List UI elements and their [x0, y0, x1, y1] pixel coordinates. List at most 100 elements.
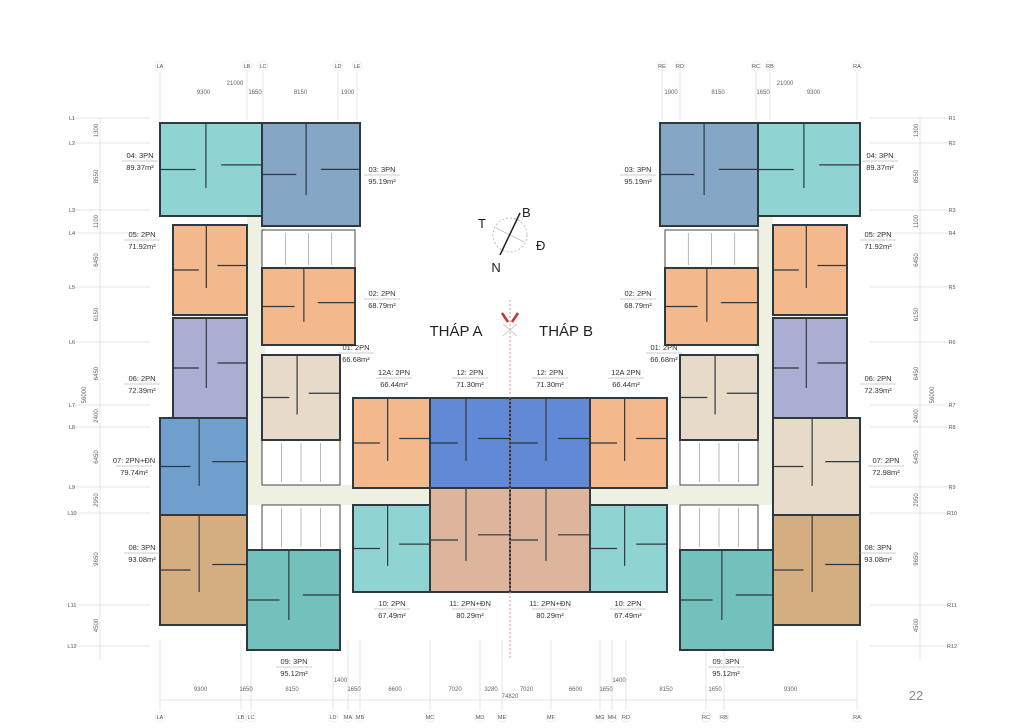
unit-b-10[interactable]	[589, 504, 668, 593]
unit-a-01[interactable]	[261, 354, 341, 441]
unit-b-05[interactable]	[772, 224, 848, 316]
unit-a-05[interactable]	[172, 224, 248, 316]
axis-label: RC	[702, 715, 710, 721]
axis-bubble	[496, 711, 508, 723]
unit-b-02[interactable]	[664, 267, 759, 346]
unit-name: 02: 2PN	[368, 289, 395, 298]
axis-label: L4	[69, 231, 75, 237]
compass-east: Đ	[536, 238, 545, 253]
dimension-value: 1100	[94, 214, 100, 228]
unit-name: 05: 2PN	[864, 230, 891, 239]
axis-label: R2	[948, 141, 955, 147]
dimension-value: 1650	[599, 687, 613, 693]
axis-label: MA	[344, 715, 353, 721]
unit-b-09[interactable]	[679, 549, 774, 651]
dimension-value: 1900	[341, 90, 355, 96]
axis-bubble	[354, 711, 366, 723]
unit-area: 89.37m²	[866, 163, 894, 172]
unit-name: 03: 3PN	[368, 165, 395, 174]
dimension-value: 3280	[484, 687, 498, 693]
axis-bubble	[674, 60, 686, 72]
axis-bubble	[851, 711, 863, 723]
unit-a-06[interactable]	[172, 317, 248, 419]
axis-label: R9	[948, 485, 955, 491]
compass-south: N	[491, 260, 500, 275]
unit-area: 80.29m²	[456, 611, 484, 620]
dimension-value: 74820	[502, 694, 519, 700]
axis-label: LE	[354, 64, 361, 70]
dimension-value: 7020	[520, 687, 534, 693]
dimension-value: 2400	[914, 409, 920, 423]
unit-shape	[172, 317, 248, 419]
dimension-value: 8150	[285, 687, 299, 693]
axis-label: R10	[947, 511, 957, 517]
axis-bubble	[245, 711, 257, 723]
unit-area: 95.19m²	[368, 177, 396, 186]
dimension-value: 8150	[659, 687, 673, 693]
unit-name: 06: 2PN	[128, 374, 155, 383]
unit-b-12a[interactable]	[589, 397, 668, 489]
unit-a-10[interactable]	[352, 504, 431, 593]
unit-b-08[interactable]	[772, 514, 861, 626]
dimension-value: 8550	[914, 169, 920, 183]
unit-name: 01: 2PN	[650, 343, 677, 352]
unit-b-11[interactable]	[509, 487, 591, 593]
unit-a-02[interactable]	[261, 267, 356, 346]
axis-label: R12	[947, 644, 957, 650]
unit-name: 11: 2PN+ĐN	[449, 599, 491, 608]
dimension-value: 8150	[711, 90, 725, 96]
dimension-value: 1400	[334, 678, 348, 684]
compass: B N Đ T	[478, 205, 545, 275]
dimension-value: 9300	[197, 90, 211, 96]
axis-bubble	[474, 711, 486, 723]
dimension-value: 6150	[94, 307, 100, 321]
dimension-value: 56000	[930, 386, 936, 403]
dimension-value: 6450	[94, 450, 100, 464]
dimension-value: 9300	[784, 687, 798, 693]
axis-bubble	[606, 711, 618, 723]
axis-label: L1	[69, 116, 75, 122]
unit-a-03[interactable]	[261, 122, 361, 227]
dimension-value: 9650	[914, 552, 920, 566]
unit-a-07[interactable]	[159, 417, 248, 516]
dimension-value: 6450	[94, 253, 100, 267]
axis-label: MD	[476, 715, 485, 721]
unit-area: 68.79m²	[368, 301, 396, 310]
unit-b-03[interactable]	[659, 122, 759, 227]
dimension-value: 1300	[914, 123, 920, 137]
unit-a-11[interactable]	[429, 487, 511, 593]
unit-b-07[interactable]	[772, 417, 861, 516]
unit-a-04[interactable]	[159, 122, 263, 217]
axis-label: R8	[948, 425, 955, 431]
unit-area: 72.39m²	[128, 386, 156, 395]
axis-label: L11	[68, 603, 77, 609]
dimension-value: 6150	[914, 307, 920, 321]
axis-label: L3	[69, 208, 75, 214]
axis-label: MF	[547, 715, 556, 721]
unit-b-04[interactable]	[757, 122, 861, 217]
axis-bubble	[257, 60, 269, 72]
unit-area: 93.08m²	[864, 555, 892, 564]
unit-b-01[interactable]	[679, 354, 759, 441]
unit-shape	[772, 514, 861, 626]
apartment-units	[159, 122, 861, 651]
unit-b-12[interactable]	[509, 397, 591, 489]
dimension-value: 6600	[388, 687, 402, 693]
corridors	[247, 185, 773, 551]
axis-bubble	[351, 60, 363, 72]
unit-a-12[interactable]	[429, 397, 511, 489]
unit-b-06[interactable]	[772, 317, 848, 419]
unit-a-12a[interactable]	[352, 397, 431, 489]
unit-a-09[interactable]	[246, 549, 341, 651]
axis-label: RD	[622, 715, 630, 721]
dimension-value: 4500	[914, 618, 920, 632]
dimension-value: 21000	[777, 81, 794, 87]
axis-label: MC	[426, 715, 435, 721]
unit-name: 11: 2PN+ĐN	[529, 599, 571, 608]
unit-a-08[interactable]	[159, 514, 248, 626]
dimension-value: 6450	[914, 366, 920, 380]
axis-bubble	[327, 711, 339, 723]
page-number: 22	[909, 688, 923, 703]
unit-area: 95.12m²	[712, 669, 740, 678]
unit-area: 66.44m²	[380, 380, 408, 389]
